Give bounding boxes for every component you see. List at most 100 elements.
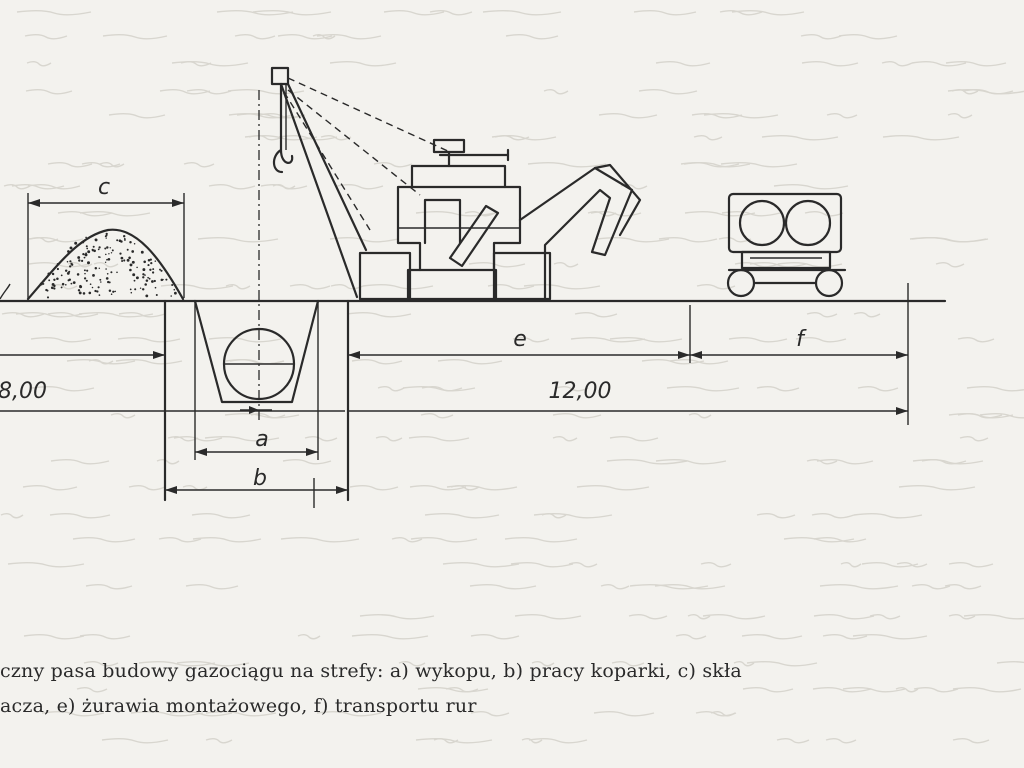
heap-stipple-dot — [94, 238, 97, 241]
heap-stipple-dot — [116, 271, 118, 274]
bleed-through-mark — [944, 584, 982, 590]
bleed-through-mark — [587, 211, 617, 217]
heap-stipple-dot — [83, 256, 86, 259]
dimension-12: 12,00 — [348, 379, 908, 415]
bleed-through-mark — [29, 237, 59, 243]
label-b: b — [253, 466, 267, 491]
bleed-through-mark — [552, 436, 578, 442]
bleed-through-mark — [191, 513, 251, 519]
bleed-through-mark — [468, 262, 526, 268]
bleed-through-mark — [470, 634, 520, 640]
heap-stipple-dot — [78, 259, 81, 262]
bleed-through-mark — [541, 513, 567, 519]
heap-stipple-dot — [93, 249, 96, 253]
bleed-through-mark — [570, 337, 646, 343]
bleed-through-mark — [377, 386, 405, 392]
heap-stipple-dot — [81, 259, 84, 262]
heap-stipple-dot — [110, 252, 113, 254]
bleed-through-mark — [959, 436, 989, 442]
bleed-through-mark — [691, 113, 743, 119]
label-f: f — [796, 327, 807, 352]
heap-stipple-dot — [131, 260, 135, 264]
heap-stipple-dot — [79, 285, 83, 289]
bleed-through-mark — [825, 738, 857, 744]
bleed-through-mark — [304, 436, 338, 442]
bleed-through-mark — [24, 34, 68, 40]
figure-caption-line-1: czny pasa budowy gazociągu na strefy: a)… — [0, 660, 742, 682]
heap-stipple-dot — [153, 279, 156, 283]
heap-stipple-dot — [135, 276, 139, 280]
heap-stipple-dot — [120, 240, 123, 243]
bleed-through-mark — [895, 687, 919, 693]
heap-stipple-dot — [108, 289, 112, 293]
bleed-through-mark — [688, 413, 712, 419]
heap-stipple-dot — [123, 238, 126, 241]
figure-caption-line-2: acza, e) żurawia montażowego, f) transpo… — [0, 695, 477, 717]
bleed-through-mark — [398, 661, 426, 667]
bleed-through-mark — [408, 436, 470, 442]
bleed-through-mark — [180, 61, 212, 67]
bleed-through-mark — [952, 738, 990, 744]
bleed-through-mark — [159, 89, 211, 95]
heap-stipple-dot — [91, 248, 94, 252]
bleed-through-mark — [948, 562, 994, 568]
heap-stipple-dot — [89, 283, 92, 286]
bleed-through-mark — [816, 459, 874, 465]
bleed-through-mark — [911, 584, 951, 590]
heap-stipple-dot — [106, 258, 108, 261]
bleed-through-mark — [118, 312, 166, 318]
heap-stipple-dot — [143, 260, 146, 264]
bleed-through-mark — [881, 61, 913, 67]
heap-stipple-dot — [160, 278, 164, 282]
heap-stipple-dot — [61, 282, 65, 286]
heap-stipple-dot — [136, 266, 138, 269]
bleed-through-mark — [25, 89, 73, 95]
bleed-through-mark — [703, 113, 779, 119]
bleed-through-mark — [957, 413, 1003, 419]
bleed-through-mark — [330, 284, 364, 290]
bleed-through-mark — [913, 687, 959, 693]
label-dim-right: 12,00 — [549, 379, 612, 404]
heap-stipple-dot — [87, 261, 90, 265]
bleed-through-mark — [415, 211, 497, 217]
bleed-through-mark — [945, 61, 1007, 67]
heap-stipple-dot — [123, 235, 126, 238]
bleed-through-mark — [30, 337, 92, 343]
heap-stipple-dot — [56, 267, 59, 271]
bleed-through-mark — [23, 634, 85, 640]
heap-stipple-dot — [173, 288, 176, 291]
heap-stipple-dot — [83, 277, 87, 280]
heap-stipple-dot — [100, 281, 102, 283]
heap-stipple-dot — [151, 271, 155, 274]
heap-stipple-dot — [85, 279, 88, 282]
heap-stipple-dot — [66, 271, 70, 275]
bleed-through-mark — [31, 386, 95, 392]
bleed-through-mark — [813, 537, 867, 543]
bleed-through-mark — [935, 262, 965, 268]
dimension-c: c — [27, 175, 185, 298]
heap-stipple-dot — [81, 240, 85, 244]
heap-stipple-dot — [159, 268, 161, 271]
bleed-through-mark — [312, 34, 336, 40]
heap-stipple-dot — [51, 272, 55, 276]
bleed-through-mark — [27, 184, 81, 190]
bleed-through-mark — [609, 436, 659, 442]
heap-stipple-dot — [105, 253, 107, 256]
bleed-through-mark — [102, 34, 168, 40]
bleed-through-mark — [728, 337, 788, 343]
bleed-through-mark — [952, 687, 1022, 693]
heap-stipple-dot — [104, 247, 107, 250]
bleed-through-mark — [838, 34, 898, 40]
bleed-through-mark — [819, 584, 899, 590]
bleed-through-mark — [680, 162, 740, 168]
bleed-through-mark — [512, 337, 550, 343]
bleed-through-mark — [695, 711, 737, 717]
bleed-through-mark — [733, 661, 755, 667]
bleed-through-mark — [801, 61, 859, 67]
bleed-through-mark — [216, 10, 294, 16]
heap-stipple-dot — [105, 268, 107, 270]
trench — [163, 299, 350, 502]
heap-stipple-dot — [69, 260, 72, 263]
dimension-e-f: e f — [348, 283, 909, 425]
